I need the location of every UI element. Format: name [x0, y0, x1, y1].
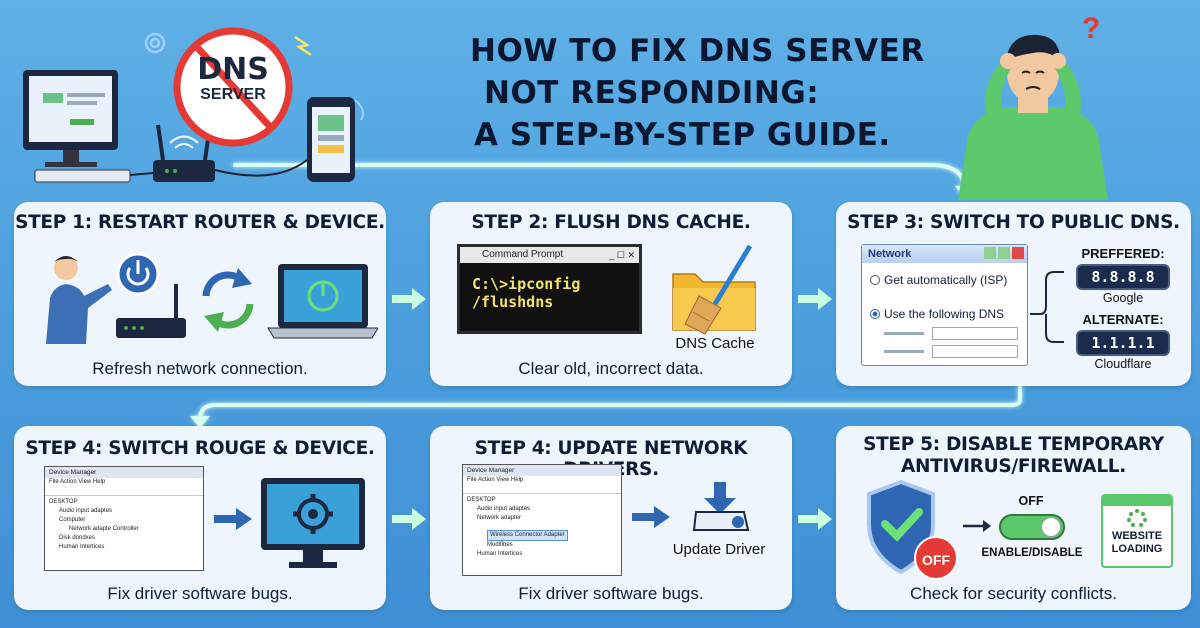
device-manager-toolbar — [463, 485, 621, 494]
device-manager-window: Device Manager File Action View Help DES… — [462, 464, 622, 576]
device-tree-item[interactable]: Audio input adaptes — [477, 506, 531, 512]
radio-unselected-icon — [870, 275, 880, 285]
preferred-provider: Google — [1102, 291, 1144, 305]
refresh-icon — [202, 268, 254, 332]
network-window-titlebar: Network — [862, 245, 1027, 263]
device-tree-item[interactable]: Network adapter — [477, 515, 522, 521]
arrow-right-icon — [798, 508, 832, 530]
alternate-provider: Cloudflare — [1094, 357, 1152, 371]
restart-illustration — [46, 252, 378, 344]
step-5-title-line-1: STEP 5: DISABLE TEMPORARY — [863, 434, 1164, 455]
step-5-card: STEP 5: DISABLE TEMPORARY ANTIVIRUS/FIRE… — [836, 426, 1191, 610]
device-tree-item[interactable]: Human Intertices — [59, 544, 105, 550]
folder-broom-icon — [672, 244, 756, 335]
update-driver-label: Update Driver — [672, 541, 766, 558]
step-4b-caption: Fix driver software bugs. — [518, 584, 704, 603]
step-5-title-line-2: ANTIVIRUS/FIREWALL. — [900, 456, 1127, 477]
device-tree-item[interactable]: Disk dondxes — [59, 535, 96, 541]
arrow-right-icon — [214, 508, 252, 530]
command-text: C:\>ipconfig /flushdns — [472, 275, 581, 311]
step-4-caption: Fix driver software bugs. — [107, 584, 293, 603]
device-manager-title: Device Manager — [45, 467, 203, 478]
device-tree-item[interactable]: DESKTOP — [49, 499, 78, 505]
option-manual-label: Use the following DNS — [884, 307, 1005, 321]
field-label-line — [884, 350, 924, 353]
title-line-1: HOW TO FIX DNS SERVER — [470, 33, 925, 69]
step-5-caption: Check for security conflicts. — [910, 584, 1117, 603]
window-controls-icon: _ ☐ ✕ — [609, 250, 635, 260]
device-manager-menu: File Action View Help — [49, 479, 106, 485]
toggle-caption: ENABLE/DISABLE — [981, 547, 1083, 559]
preferred-label: PREFFERED: — [1081, 246, 1165, 261]
bracket-connector — [1030, 271, 1064, 343]
dns-badge-text: DNS — [197, 52, 269, 87]
device-tree-item[interactable]: Human Intertices — [477, 551, 523, 557]
page-title: HOW TO FIX DNS SERVER NOT RESPONDING: A … — [470, 30, 990, 156]
option-auto-dns[interactable]: Get automatically (ISP) — [870, 273, 1020, 287]
radio-selected-icon — [870, 309, 880, 319]
off-badge: OFF — [914, 536, 958, 580]
device-tree-item[interactable]: Computer — [59, 517, 86, 523]
dns-cache-label: DNS Cache — [675, 335, 755, 352]
download-drive-icon — [692, 482, 750, 531]
command-prompt-titlebar: Command Prompt _ ☐ ✕ — [460, 247, 639, 263]
step-1-title: STEP 1: RESTART ROUTER & DEVICE. — [15, 212, 385, 233]
step-2-caption: Clear old, incorrect data. — [518, 359, 704, 378]
step-4-card: STEP 4: SWITCH ROUGE & DEVICE. Device Ma… — [14, 426, 386, 610]
dns-field-alternate[interactable] — [932, 345, 1018, 358]
step-2-card: STEP 2: FLUSH DNS CACHE. Command Prompt … — [430, 202, 792, 386]
server-badge-text: SERVER — [200, 86, 266, 103]
confused-person-illustration — [958, 34, 1108, 200]
alternate-label: ALTERNATE: — [1082, 312, 1164, 327]
device-manager-title: Device Manager — [463, 465, 621, 476]
dns-field-preferred[interactable] — [932, 327, 1018, 340]
option-manual-dns[interactable]: Use the following DNS — [870, 307, 1030, 321]
device-tree-item[interactable]: DESKTOP — [467, 497, 496, 503]
step-3-card: STEP 3: SWITCH TO PUBLIC DNS. Network Ge… — [836, 202, 1191, 386]
device-tree-item[interactable]: Audio input adaptes — [59, 508, 113, 514]
website-loading-window: WEBSITE LOADING — [1101, 494, 1173, 568]
preferred-dns-value: 8.8.8.8 — [1076, 264, 1170, 290]
network-settings-window: Network Get automatically (ISP) Use the … — [861, 244, 1028, 366]
step-4b-card: STEP 4: UPDATE NETWORK DRIVERS. Device M… — [430, 426, 792, 610]
arrow-right-icon — [392, 508, 426, 530]
device-tree-item[interactable]: Modifibes — [487, 542, 513, 548]
device-manager-window: Device Manager File Action View Help DES… — [44, 466, 204, 571]
step-2-title: STEP 2: FLUSH DNS CACHE. — [471, 212, 751, 233]
title-line-2: NOT RESPONDING: — [484, 75, 820, 111]
dns-badge-label: DNS SERVER — [188, 55, 278, 105]
alternate-dns-value: 1.1.1.1 — [1076, 330, 1170, 356]
firewall-toggle[interactable] — [999, 514, 1065, 540]
toggle-knob — [1041, 517, 1061, 537]
step-1-caption: Refresh network connection. — [92, 359, 308, 378]
dns-server-badge — [173, 27, 293, 147]
toggle-state-label: OFF — [1018, 494, 1044, 508]
arrow-right-icon — [632, 506, 670, 528]
title-line-3: A STEP-BY-STEP GUIDE. — [474, 117, 891, 153]
arrow-right-icon — [392, 288, 426, 310]
loading-label: LOADING — [1111, 543, 1163, 555]
website-label: WEBSITE — [1111, 530, 1163, 542]
command-prompt-title: Command Prompt — [482, 249, 564, 260]
device-tree-item-selected[interactable]: Wireless Connector Adapter — [487, 530, 568, 541]
hero-devices-illustration — [23, 27, 364, 183]
monitor-gear-icon — [261, 478, 365, 568]
arrow-right-icon — [963, 520, 991, 532]
option-auto-label: Get automatically (ISP) — [884, 273, 1008, 287]
field-label-line — [884, 332, 924, 335]
step-3-title: STEP 3: SWITCH TO PUBLIC DNS. — [847, 212, 1180, 233]
loading-spinner-icon — [1127, 509, 1147, 527]
device-tree-item[interactable]: Network adapte Controller — [69, 526, 139, 532]
arrow-right-icon — [798, 288, 832, 310]
step-4-title: STEP 4: SWITCH ROUGE & DEVICE. — [25, 438, 375, 459]
window-controls-icon — [984, 247, 1024, 259]
command-prompt-window: Command Prompt _ ☐ ✕ C:\>ipconfig /flush… — [457, 244, 642, 334]
step-1-card: STEP 1: RESTART ROUTER & DEVICE. Refresh… — [14, 202, 386, 386]
gear-icon — [144, 32, 166, 54]
network-window-title: Network — [868, 248, 912, 260]
question-mark-icon: ? — [1082, 12, 1101, 45]
device-manager-menu: File Action View Help — [467, 477, 524, 483]
device-manager-toolbar — [45, 487, 203, 496]
